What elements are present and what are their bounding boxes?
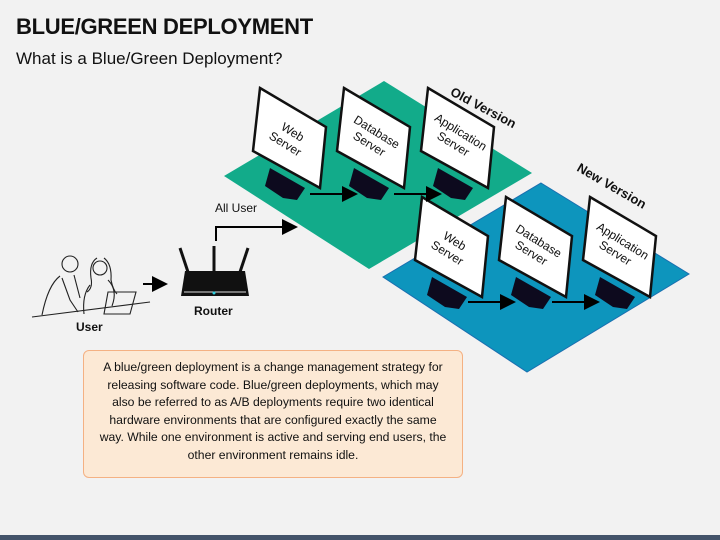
page-title: BLUE/GREEN DEPLOYMENT	[16, 14, 313, 39]
router-label: Router	[194, 304, 233, 318]
page-subtitle: What is a Blue/Green Deployment?	[16, 49, 283, 68]
new-server-monitor: WebServer	[413, 194, 490, 309]
old-server-monitor: ApplicationServer	[419, 85, 496, 200]
description-box: A blue/green deployment is a change mana…	[83, 350, 463, 478]
new-server-monitor: DatabaseServer	[497, 194, 574, 309]
new-server-monitor: ApplicationServer	[581, 194, 658, 309]
user-icon	[31, 255, 151, 318]
all-user-arrow	[215, 219, 298, 241]
old-server-monitor: DatabaseServer	[335, 85, 412, 200]
all-user-label: All User	[215, 201, 258, 215]
footer-bar	[0, 535, 720, 540]
user-label: User	[76, 320, 103, 334]
router-icon	[178, 246, 250, 296]
old-server-monitor: WebServer	[251, 85, 328, 200]
